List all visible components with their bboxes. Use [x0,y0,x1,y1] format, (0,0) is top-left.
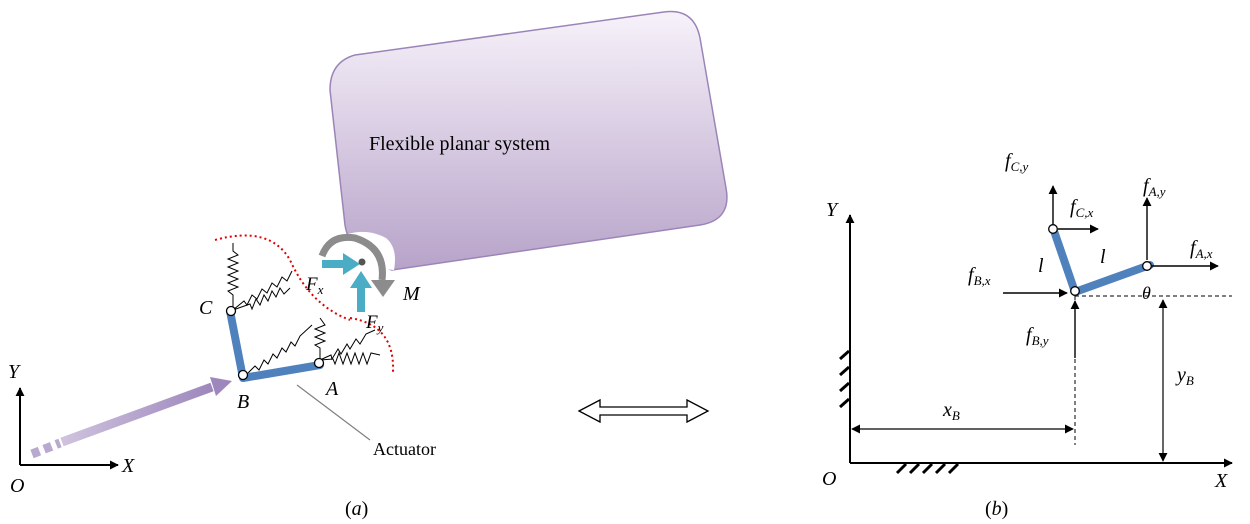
flexible-system-label: Flexible planar system [369,133,551,155]
force-fbx-label: fB,x [968,264,991,288]
joint-b [237,369,249,381]
force-fx-arrow [322,253,360,275]
joint-b-c [1048,224,1058,234]
force-arrows [1003,185,1219,358]
actuator-shaft-dashes [30,438,62,459]
xb-label: xB [942,399,960,423]
boundary-curve-upper [214,234,351,321]
force-fcy-label: fC,y [1005,150,1028,174]
force-fx-label: Fx [305,274,324,297]
link-bc [1049,224,1079,296]
caption-b: (b) [985,498,1008,520]
joint-a [313,357,325,369]
moment-arrow [318,233,386,281]
force-fby-label: fB,y [1026,324,1049,348]
force-fy-label: Fy [365,312,384,335]
panel-b: fC,y fC,x fA,y fA,x fB,x fB,y l l θ xB y… [822,150,1233,520]
link-ba [1071,261,1154,296]
angle-theta-label: θ [1142,283,1151,303]
axis-b-origin-label: O [822,468,836,490]
axis-a-x-label: X [121,455,135,477]
axis-b-y-label: Y [826,199,839,221]
actuator-shaft-head [210,377,232,396]
force-fax-label: fA,x [1190,237,1213,261]
force-fay-label: fA,y [1143,175,1166,199]
axis-b-x-label: X [1214,470,1228,492]
caption-a: (a) [345,498,368,520]
panel-a: Flexible planar system [8,10,728,520]
actuator-label: Actuator [373,439,436,459]
actuator-leader-line [296,384,371,441]
axis-a-origin-label: O [10,475,24,497]
wall-hatch [839,349,960,475]
joint-c [225,305,237,317]
equivalence-double-arrow [577,398,710,424]
actuator-shaft [60,382,214,447]
link-length-right-label: l [1100,246,1106,268]
point-c-label: C [199,297,213,319]
point-a-label: A [324,378,339,400]
joint-b-a [1142,261,1152,271]
link-length-left-label: l [1038,255,1044,277]
moment-center-dot [358,258,366,266]
actuator-links [225,305,325,382]
springs [226,243,381,379]
axis-a-y-label: Y [8,361,21,383]
yb-label: yB [1175,364,1194,388]
moment-label: M [402,283,421,305]
force-fcx-label: fC,x [1070,196,1093,220]
force-fy-arrow [350,271,372,312]
joint-b-b [1070,286,1080,296]
point-b-label: B [237,391,249,413]
moment-arrow-head [371,280,395,297]
